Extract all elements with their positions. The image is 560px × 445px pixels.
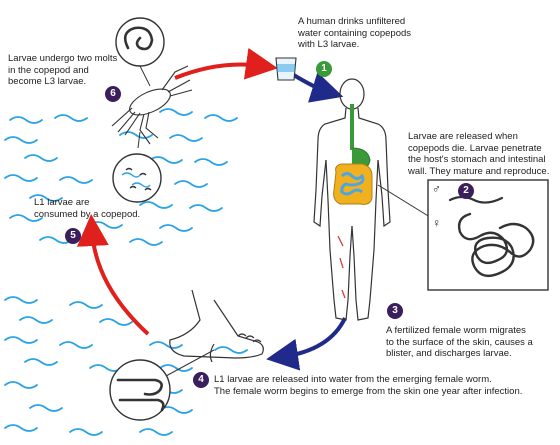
step-3-text: A fertilized female worm migrates to the… [386,325,533,359]
step-2-badge: 2 [458,183,474,199]
step-1-badge: 1 [316,61,332,77]
l3-larva-inset [115,17,165,67]
arrow-copepod-to-drink [174,47,278,80]
water-waves-lower [4,296,248,436]
step-4-text: L1 larvae are released into water from t… [214,374,523,397]
digestive-tract [333,104,373,205]
step-1-text: A human drinks unfiltered water containi… [298,16,412,50]
human-figure [313,78,391,321]
arrow-water-to-copepod [76,214,150,336]
adult-worms-box [427,179,549,291]
female-symbol: ♀ [432,216,441,230]
copepod-figure [111,65,193,145]
step-2-text: Larvae are released when copepods die. L… [408,131,550,177]
male-symbol: ♂ [432,182,441,196]
foot-figure [169,289,264,363]
arrow-human-to-foot [266,317,347,371]
water-cup-icon [275,57,297,81]
worm-in-leg [337,235,346,299]
step-5-text: L1 larvae are consumed by a copepod. [34,197,141,220]
step-5-badge: 5 [65,228,81,244]
step-6-text: Larvae undergo two molts in the copepod … [8,53,118,87]
l1-larvae-circle [112,153,162,203]
step-4-badge: 4 [193,372,209,388]
step-6-badge: 6 [105,86,121,102]
arrow-drink-to-human [290,71,344,103]
step-3-badge: 3 [387,303,403,319]
l1-larvae-inset-lower [109,359,171,421]
